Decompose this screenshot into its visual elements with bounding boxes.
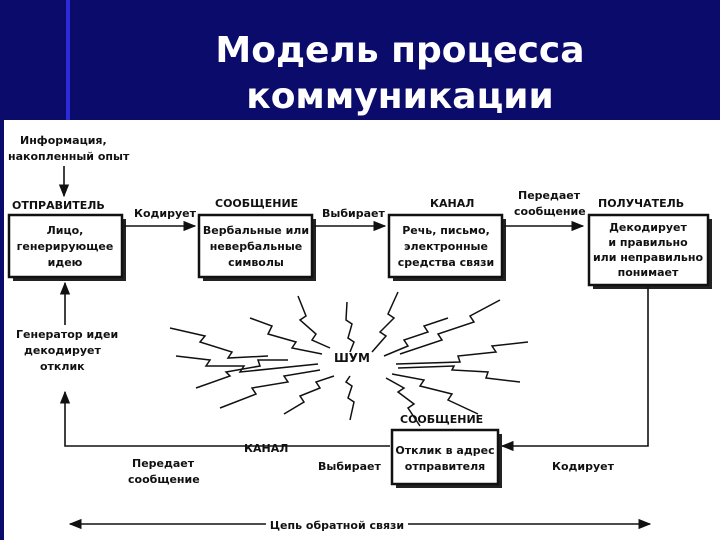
feedback-chain-label-bg	[266, 516, 408, 532]
feedback-message-label: СООБЩЕНИЕ	[400, 413, 483, 426]
sender-box-line-1: Лицо,	[47, 224, 84, 237]
receiver-box-line-3: или неправильно	[593, 251, 704, 264]
message-box-line-2: невербальные	[210, 240, 302, 253]
sender-box	[7, 213, 124, 279]
feedback-chooses-label: Выбирает	[318, 460, 381, 473]
noise-burst-graphic	[169, 291, 529, 427]
feedback-encodes-label: Кодирует	[552, 460, 615, 473]
channel-label: КАНАЛ	[430, 197, 474, 210]
slide-header: Модель процесса коммуникации	[0, 0, 720, 120]
transmits-line-2: сообщение	[514, 205, 586, 218]
receiver-box-line-1: Декодирует	[609, 221, 687, 234]
channel-box-line-2: электронные	[404, 240, 488, 253]
sender-box-line-2: генерирующее	[17, 240, 114, 253]
feedback-transmits-line-1: Передает	[132, 457, 195, 470]
message-label: СООБЩЕНИЕ	[215, 197, 298, 210]
receiver-feedback-arrow	[500, 287, 649, 452]
chooses-label: Выбирает	[322, 207, 385, 220]
message-box	[197, 213, 314, 279]
feedback-transmits-line-2: сообщение	[128, 473, 200, 486]
generator-line-2: декодирует	[24, 344, 101, 357]
channel-box-line-3: средства связи	[398, 256, 495, 269]
feedback-chain-label: Цепь обратной связи	[270, 519, 404, 532]
info-text-2: накопленный опыт	[8, 150, 130, 163]
title-line-1: Модель процесса	[215, 30, 585, 71]
channel-box	[387, 213, 504, 279]
communication-diagram: Информация, накопленный опыт ОТПРАВИТЕЛЬ…	[7, 134, 712, 532]
noise-label: ШУМ	[334, 351, 370, 365]
transmits-line-1: Передает	[518, 189, 581, 202]
generator-line-1: Генератор идеи	[16, 328, 118, 341]
receiver-box-line-4: понимает	[618, 266, 679, 279]
left-border-strip	[0, 120, 4, 540]
feedback-box-line-1: Отклик в адрес	[395, 444, 494, 457]
message-box-line-1: Вербальные или	[203, 224, 309, 237]
slide-title: Модель процесса коммуникации	[160, 28, 640, 120]
receiver-label: ПОЛУЧАТЕЛЬ	[598, 197, 684, 210]
generator-line-3: отклик	[40, 360, 85, 373]
receiver-box-line-2: и правильно	[608, 236, 688, 249]
title-line-2: коммуникации	[246, 76, 554, 117]
feedback-return-arrow	[59, 390, 390, 447]
feedback-box-line-2: отправителя	[405, 460, 485, 473]
encodes-label: Кодирует	[134, 207, 197, 220]
sender-label: ОТПРАВИТЕЛЬ	[12, 199, 105, 212]
feedback-channel-label: КАНАЛ	[244, 442, 288, 455]
receiver-box	[587, 213, 710, 287]
feedback-box	[390, 428, 500, 486]
channel-box-line-1: Речь, письмо,	[402, 224, 490, 237]
sender-box-line-3: идею	[48, 256, 83, 269]
message-box-line-3: символы	[228, 256, 284, 269]
info-text-1: Информация,	[20, 134, 107, 147]
header-accent-line	[66, 0, 70, 120]
